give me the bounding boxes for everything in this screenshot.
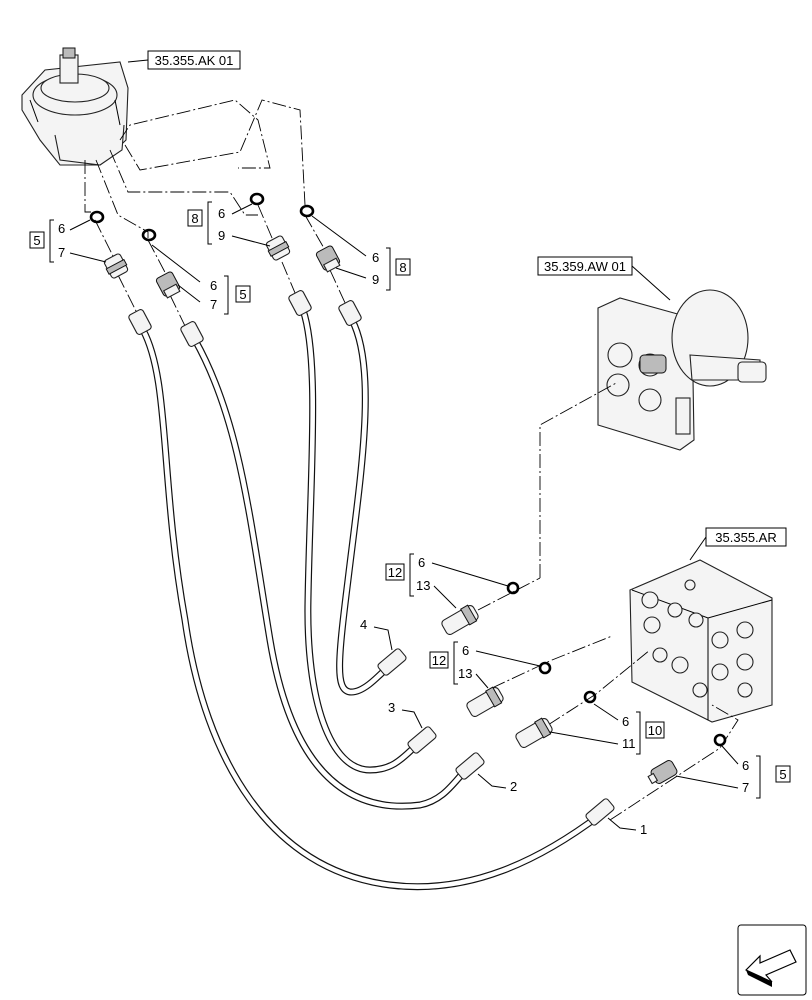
- ref-box-joystick[interactable]: 35.355.AK 01: [127, 50, 241, 70]
- kit-f-box: 12: [432, 653, 446, 668]
- svg-text:2: 2: [510, 779, 517, 794]
- kit-h-box: 5: [779, 767, 786, 782]
- hose-label-4: 4: [360, 617, 393, 651]
- pilot-lines: [84, 99, 347, 329]
- kit-b-lower: 7: [210, 297, 217, 312]
- kit-a-lower: 7: [58, 245, 65, 260]
- kit-d-lower: 9: [372, 272, 379, 287]
- kit-e-lower: 13: [416, 578, 430, 593]
- kit-e-box: 12: [388, 565, 402, 580]
- svg-text:3: 3: [388, 700, 395, 715]
- pilot-lines-lower: [477, 381, 739, 821]
- callout-kit-c[interactable]: 8 6 9: [187, 201, 271, 247]
- svg-text:4: 4: [360, 617, 367, 632]
- view-direction-icon: [737, 924, 807, 996]
- hose-label-3: 3: [388, 700, 423, 729]
- callout-kit-e[interactable]: 12 6 13: [385, 553, 509, 609]
- joystick-assembly[interactable]: [21, 47, 129, 166]
- callout-kit-d[interactable]: 6 9 8: [311, 215, 411, 291]
- svg-text:1: 1: [640, 822, 647, 837]
- adapters-lower: [441, 604, 678, 785]
- ref-valve-block-text: 35.355.AR: [715, 530, 776, 545]
- hoses: [139, 306, 604, 891]
- hose-label-1: 1: [607, 817, 647, 837]
- kit-c-lower: 9: [218, 228, 225, 243]
- kit-g-box: 10: [648, 723, 662, 738]
- kit-c-upper: 6: [218, 206, 225, 221]
- ref-box-valve-top[interactable]: 35.359.AW 01: [537, 256, 671, 301]
- adapters-top: [103, 235, 341, 299]
- ref-valve-top-text: 35.359.AW 01: [544, 259, 626, 274]
- kit-c-box: 8: [191, 211, 198, 226]
- callout-kit-f[interactable]: 12 6 13: [429, 641, 541, 689]
- kit-h-lower: 7: [742, 780, 749, 795]
- kit-g-lower: 11: [622, 736, 636, 751]
- valve-block[interactable]: [629, 559, 773, 723]
- kit-d-box: 8: [399, 260, 406, 275]
- kit-b-box: 5: [239, 287, 246, 302]
- rotary-valve[interactable]: [597, 289, 767, 451]
- callout-kit-g[interactable]: 6 11 10: [549, 703, 665, 755]
- hose-top-fittings: [128, 290, 362, 347]
- kit-b-upper: 6: [210, 278, 217, 293]
- kit-g-upper: 6: [622, 714, 629, 729]
- kit-h-upper: 6: [742, 758, 749, 773]
- hose-bottom-fittings: [377, 648, 615, 826]
- o-rings-top: [89, 192, 315, 242]
- callout-kit-h[interactable]: 6 7 5: [675, 745, 791, 799]
- callout-kit-b[interactable]: 6 7 5: [151, 244, 251, 315]
- hose-label-2: 2: [477, 773, 517, 794]
- ref-box-valve-block[interactable]: 35.355.AR: [689, 527, 787, 561]
- kit-e-upper: 6: [418, 555, 425, 570]
- kit-f-upper: 6: [462, 643, 469, 658]
- kit-a-box: 5: [33, 233, 40, 248]
- ref-joystick-text: 35.355.AK 01: [155, 53, 234, 68]
- o-rings-lower: [506, 581, 727, 747]
- kit-a-upper: 6: [58, 221, 65, 236]
- kit-f-lower: 13: [458, 666, 472, 681]
- kit-d-upper: 6: [372, 250, 379, 265]
- callout-kit-a[interactable]: 5 6 7: [29, 219, 107, 263]
